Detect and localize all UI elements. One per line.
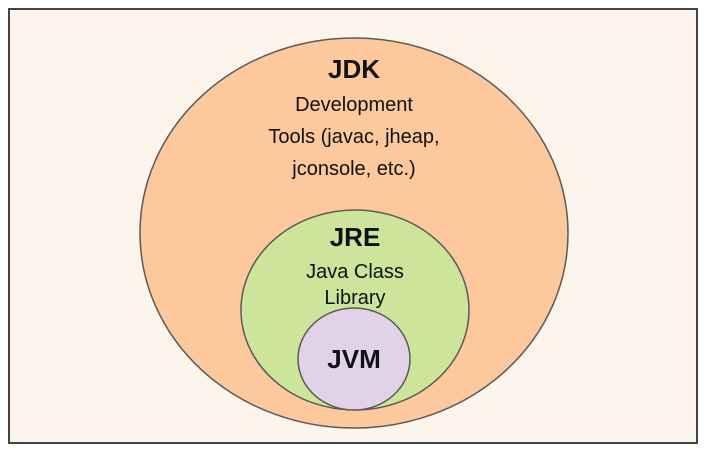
jdk-desc-line-1: Development (295, 94, 413, 116)
jre-title: JRE (330, 222, 381, 252)
jdk-desc-line-3: jconsole, etc.) (291, 158, 415, 180)
jre-desc-line-1: Java Class (306, 261, 404, 283)
jvm-title: JVM (327, 344, 380, 374)
jdk-title: JDK (328, 54, 380, 84)
jdk-desc-line-2: Tools (javac, jheap, (268, 126, 439, 148)
jvm-ellipse (297, 307, 411, 411)
jre-desc-line-2: Library (324, 287, 385, 309)
